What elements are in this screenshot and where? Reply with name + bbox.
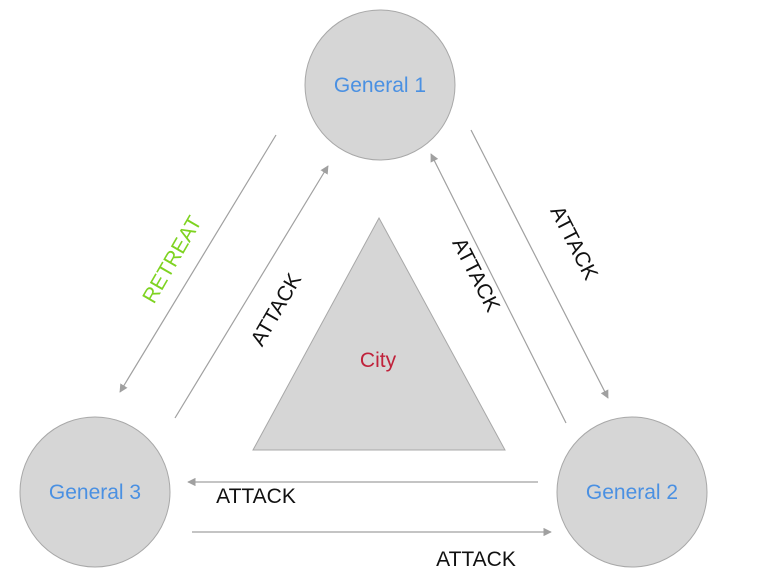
city-node: City (252, 216, 506, 451)
edge-g1-to-g3-arrow (119, 134, 277, 393)
edge-g2-to-g1-label: ATTACK (447, 234, 504, 315)
general-3-label: General 3 (49, 481, 141, 504)
city-label: City (360, 349, 397, 372)
city-triangle (252, 216, 506, 451)
edge-g3-to-g2-label: ATTACK (436, 548, 516, 571)
general-1-node: General 1 (304, 9, 456, 161)
general-2-node: General 2 (556, 416, 708, 568)
general-2-label: General 2 (586, 481, 678, 504)
general-3-node: General 3 (19, 416, 171, 568)
edge-g2-to-g1-arrow (430, 153, 567, 424)
general-3-circle (19, 416, 171, 568)
edge-g3-to-g1-label: ATTACK (246, 269, 306, 350)
general-2-circle (556, 416, 708, 568)
edge-g1-to-g2-arrow (470, 129, 609, 399)
general-1-circle (304, 9, 456, 161)
edge-g1-to-g2-label: ATTACK (545, 202, 602, 283)
edge-g1-to-g3-label: RETREAT (138, 212, 206, 307)
edge-g2-to-g3-label: ATTACK (216, 485, 296, 508)
edge-g3-to-g1-arrow (174, 165, 329, 419)
general-1-label: General 1 (334, 74, 426, 97)
